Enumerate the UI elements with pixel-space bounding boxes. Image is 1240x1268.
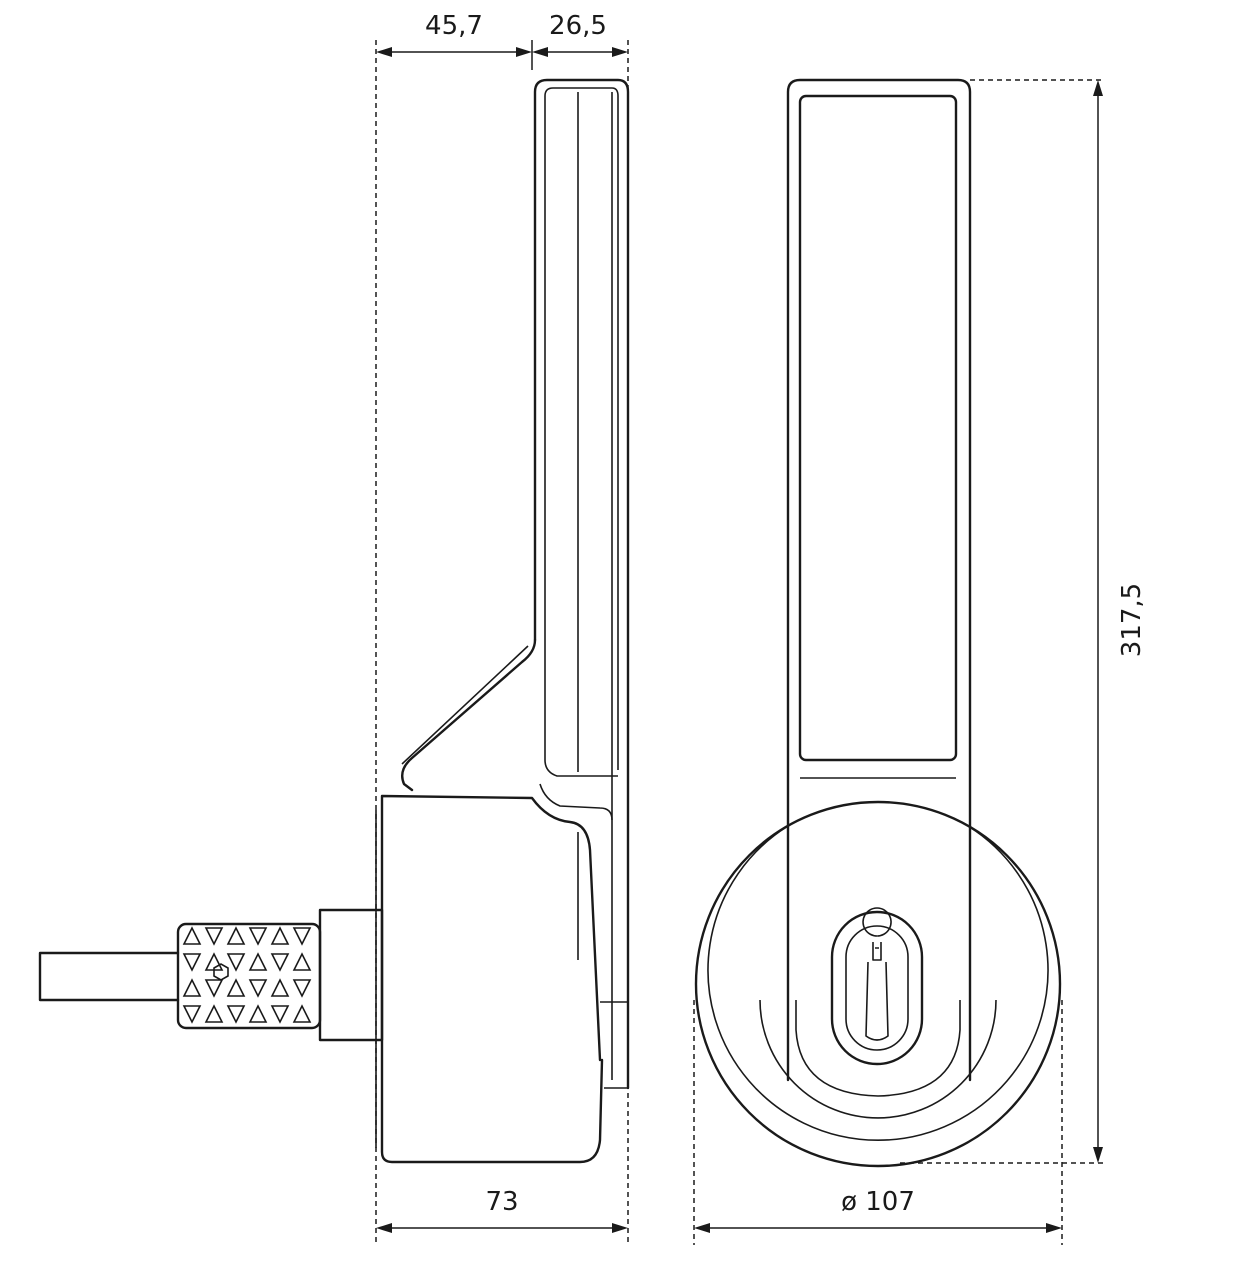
- handle-side-inner-lines: [544, 87, 619, 1080]
- side-view: [38, 78, 630, 1164]
- handle-side-profile: [533, 78, 630, 1090]
- knurl-cell: [292, 979, 312, 998]
- knurl-cell: [292, 1004, 312, 1023]
- knurl-cell: [270, 978, 290, 997]
- knurl-cell: [226, 926, 246, 945]
- hex-screw-icon: [213, 963, 229, 981]
- knurl-cell: [182, 978, 202, 997]
- front-view: [694, 78, 1062, 1168]
- rose-housing-detail: [375, 783, 628, 1148]
- handle-front-base: [795, 777, 961, 1097]
- knurl-cell: [292, 927, 312, 946]
- knurled-cylinder: [176, 922, 322, 1030]
- knurl-cell: [248, 979, 268, 998]
- knurl-cell: [226, 953, 246, 972]
- knurl-cell: [204, 1004, 224, 1023]
- key-cylinder-outer: [830, 910, 924, 1066]
- key-cylinder-mid: [845, 925, 909, 1051]
- knurl-cell: [270, 926, 290, 945]
- knurl-cell: [270, 1005, 290, 1024]
- handle-front-panel: [798, 94, 958, 762]
- keyhole-profile-icon: [872, 942, 882, 961]
- knurl-cell: [270, 953, 290, 972]
- knurl-cell: [248, 1004, 268, 1023]
- knurl-cell: [204, 979, 224, 998]
- knurl-cell: [292, 952, 312, 971]
- dim-label-45-7: 45,7: [425, 11, 483, 41]
- handle-neck: [401, 638, 537, 792]
- knurl-cell: [182, 953, 202, 972]
- knurl-cell: [248, 952, 268, 971]
- knurl-cell: [204, 927, 224, 946]
- knurl-cell: [226, 978, 246, 997]
- handle-neck-inner: [401, 645, 529, 765]
- keyhole: [862, 907, 892, 1041]
- handle-front-outline: [786, 78, 972, 1082]
- knurl-cell: [182, 926, 202, 945]
- rose-outer-circle: [694, 800, 1062, 1168]
- rose-inner-arc: [707, 825, 1049, 1141]
- dim-label-diameter-107: ø 107: [841, 1187, 915, 1217]
- dim-label-317-5: 317,5: [1117, 583, 1147, 657]
- dim-label-73: 73: [485, 1187, 518, 1217]
- spindle-shaft: [38, 951, 180, 1002]
- rose-inner-arc-2: [759, 999, 997, 1119]
- knurl-cell: [226, 1005, 246, 1024]
- dimension-lines: [375, 40, 1105, 1245]
- dim-label-26-5: 26,5: [549, 11, 607, 41]
- spindle-collar: [318, 908, 384, 1042]
- knurl-pattern: [182, 926, 312, 1024]
- knurl-cell: [182, 1005, 202, 1024]
- knurl-cell: [248, 927, 268, 946]
- rose-housing-side: [380, 794, 604, 1164]
